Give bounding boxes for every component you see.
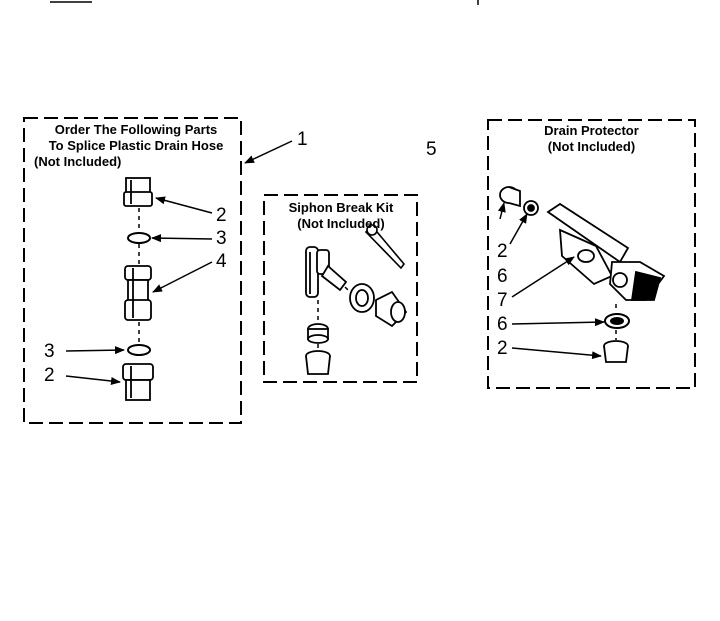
callout-splice-3-top: 3 — [216, 228, 227, 249]
drain-title-line-1: Drain Protector — [544, 123, 639, 138]
siphon-break-panel — [263, 194, 418, 383]
cap — [305, 350, 331, 375]
callout-5: 5 — [426, 139, 437, 160]
callout-splice-2-bottom: 2 — [44, 365, 55, 386]
callout-1: 1 — [297, 129, 308, 150]
washer-seal — [307, 323, 329, 344]
siphon-title-line-2: (Not Included) — [297, 216, 385, 231]
clamp-bottom — [127, 344, 151, 356]
drain-protector-body — [546, 202, 666, 301]
splice-title-line-2: To Splice Plastic Drain Hose — [48, 138, 224, 153]
siphon-panel-title: Siphon Break Kit (Not Included) — [266, 200, 416, 232]
callout-splice-2-top: 2 — [216, 205, 227, 226]
splice-parts-panel — [23, 117, 293, 424]
splice-panel-title: Order The Following Parts To Splice Plas… — [26, 122, 246, 170]
gasket-small — [523, 200, 539, 216]
coupling-bottom — [122, 363, 154, 401]
pin — [364, 224, 406, 270]
gasket-lower — [604, 313, 630, 329]
callout-drain-2-top: 2 — [497, 241, 508, 262]
valve-body — [375, 290, 408, 328]
callout-drain-7: 7 — [497, 290, 508, 311]
cap-small — [499, 186, 521, 208]
drain-panel-title: Drain Protector (Not Included) — [490, 123, 693, 155]
drain-panel-border — [487, 119, 696, 389]
drain-title-line-2: (Not Included) — [547, 139, 636, 154]
connector-middle — [124, 265, 152, 321]
callout-splice-4: 4 — [216, 251, 227, 272]
callout-drain-2-bottom: 2 — [497, 338, 508, 359]
top-clipped-marks — [50, 0, 479, 5]
siphon-panel-border — [263, 194, 418, 383]
threaded-nut — [349, 283, 375, 313]
callout-splice-3-bottom: 3 — [44, 341, 55, 362]
cap-lower — [603, 340, 629, 363]
siphon-title-line-1: Siphon Break Kit — [288, 200, 394, 215]
splice-title-line-3: (Not Included) — [34, 154, 122, 169]
drain-protector-panel — [487, 119, 696, 389]
coupling-top — [123, 177, 153, 207]
callout-drain-6-top: 6 — [497, 266, 508, 287]
splice-panel-border — [23, 117, 242, 424]
clamp-top — [127, 232, 151, 244]
splice-title-line-1: Order The Following Parts — [54, 122, 218, 137]
t-fitting — [305, 246, 348, 298]
callout-drain-6-bottom: 6 — [497, 314, 508, 335]
